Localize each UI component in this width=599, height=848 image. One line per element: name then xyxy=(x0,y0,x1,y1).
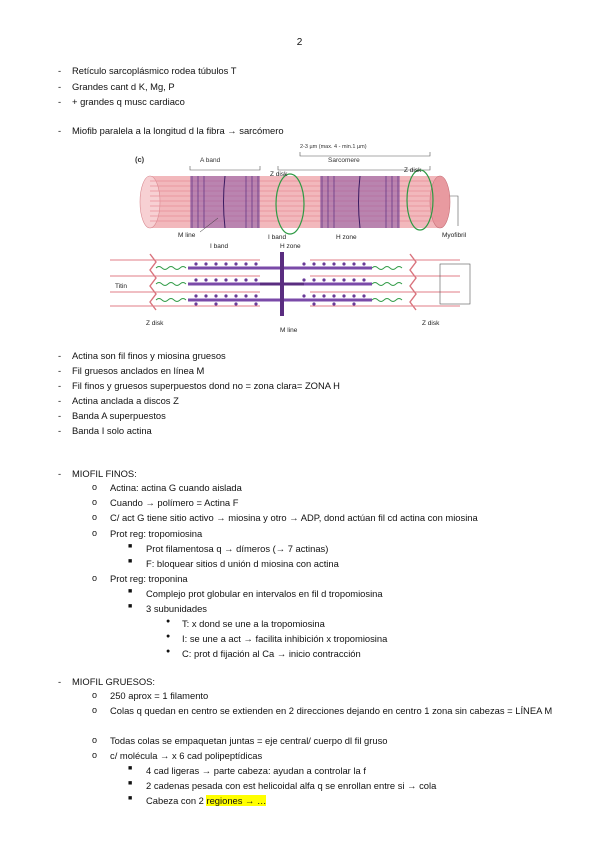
bullet-dash: - xyxy=(58,65,62,76)
bullet-dash: - xyxy=(58,81,62,92)
list-item-text: Cabeza con 2 xyxy=(146,795,207,806)
i-band-label: I band xyxy=(210,243,228,250)
bullet-square: ■ xyxy=(128,765,133,772)
bullet-circle: o xyxy=(92,750,98,760)
bullet-dash: - xyxy=(58,425,62,436)
h-zone-label-top: H zone xyxy=(336,234,357,241)
bullet-square: ■ xyxy=(128,588,133,595)
i-band-label-top: I band xyxy=(268,234,286,241)
list-item: Cuando → polímero = Actina F xyxy=(110,497,239,508)
bullet-dash: - xyxy=(58,125,62,136)
bullet-circle: o xyxy=(92,735,98,745)
bullet-circle: o xyxy=(92,690,98,700)
list-item: Banda A superpuestos xyxy=(72,410,166,421)
bullet-square: ■ xyxy=(128,558,133,565)
list-item: Fil finos y gruesos superpuestos dond no… xyxy=(72,380,340,391)
bullet-circle: o xyxy=(92,482,98,492)
section-title: MIOFIL FINOS: xyxy=(72,468,137,479)
bullet-dash: - xyxy=(58,410,62,421)
list-item: Actina anclada a discos Z xyxy=(72,395,179,406)
list-item: 2 cadenas pesada con est helicoidal alfa… xyxy=(146,780,437,791)
z-disk-label-top-1: Z disk xyxy=(270,171,288,178)
bullet-circle: o xyxy=(92,573,98,583)
bullet-square: ■ xyxy=(128,543,133,550)
list-item: Prot reg: tropomiosina xyxy=(110,528,203,539)
bullet-circle: o xyxy=(92,512,98,522)
m-line-label: M line xyxy=(280,327,298,334)
list-item: 3 subunidades xyxy=(146,603,207,614)
bullet-dot: ● xyxy=(166,648,171,655)
list-item: 4 cad ligeras → parte cabeza: ayudan a c… xyxy=(146,765,366,776)
list-item: T: x dond se une a la tropomiosina xyxy=(182,618,325,629)
list-item: I: se une a act → facilita inhibición x … xyxy=(182,633,388,644)
list-item: Banda I solo actina xyxy=(72,425,152,436)
list-item: C: prot d fijación al Ca → inicio contra… xyxy=(182,648,361,659)
a-band-label-top: A band xyxy=(200,157,221,164)
bullet-dot: ● xyxy=(166,618,171,625)
bullet-square: ■ xyxy=(128,603,133,610)
list-item: Cabeza con 2 regiones → … xyxy=(146,795,267,807)
sarcomere-label: Sarcomere xyxy=(328,157,360,164)
bullet-dot: ● xyxy=(166,633,171,640)
list-item: Colas q quedan en centro se extienden en… xyxy=(110,705,553,716)
bullet-dash: - xyxy=(58,96,62,107)
z-disk-label-top-2: Z disk xyxy=(404,167,422,174)
list-item: Grandes cant d K, Mg, P xyxy=(72,81,175,92)
list-item: c/ molécula → x 6 cad polipeptídicas xyxy=(110,750,263,761)
titin-label: Titin xyxy=(115,283,127,290)
highlighted-text: regiones → … xyxy=(206,795,267,806)
bullet-dash: - xyxy=(58,468,62,479)
m-line-label-top: M line xyxy=(178,232,196,239)
bullet-circle: o xyxy=(92,705,98,715)
list-item: Fil gruesos anclados en línea M xyxy=(72,365,205,376)
myofibril-label: Myofibril xyxy=(442,232,467,239)
bullet-dash: - xyxy=(58,676,62,687)
bullet-square: ■ xyxy=(128,780,133,787)
bullet-dash: - xyxy=(58,380,62,391)
list-item: F: bloquear sitios d unión d miosina con… xyxy=(146,558,339,569)
sarcomere-figure: (c) 2-3 µm (max. 4 - min.1 µm) A band Sa… xyxy=(110,144,471,334)
section-title: MIOFIL GRUESOS: xyxy=(72,676,155,687)
bullet-circle: o xyxy=(92,528,98,538)
list-item: 250 aprox = 1 filamento xyxy=(110,690,209,701)
bullet-dash: - xyxy=(58,350,62,361)
list-item: Todas colas se empaquetan juntas = eje c… xyxy=(110,735,388,746)
z-disk-label-right: Z disk xyxy=(422,320,440,327)
list-item: Retículo sarcoplásmico rodea túbulos T xyxy=(72,65,237,76)
bullet-square: ■ xyxy=(128,795,133,802)
bullet-dash: - xyxy=(58,365,62,376)
list-item: Actina son fil finos y miosina gruesos xyxy=(72,350,226,361)
list-item: Prot filamentosa q → dímeros (→ 7 actina… xyxy=(146,543,329,554)
list-item: Complejo prot globular en intervalos en … xyxy=(146,588,383,599)
bullet-circle: o xyxy=(92,497,98,507)
scale-label: 2-3 µm (max. 4 - min.1 µm) xyxy=(300,144,367,150)
list-item: C/ act G tiene sitio activo → miosina y … xyxy=(110,512,478,523)
page-number: 2 xyxy=(296,37,303,48)
list-item: Prot reg: troponina xyxy=(110,573,188,584)
z-disk-label-left: Z disk xyxy=(146,320,164,327)
panel-label: (c) xyxy=(135,155,145,164)
miofib-line: Miofib paralela a la longitud d la fibra… xyxy=(72,125,284,136)
bullet-dash: - xyxy=(58,395,62,406)
h-zone-label: H zone xyxy=(280,243,301,250)
list-item: Actina: actina G cuando aislada xyxy=(110,482,242,493)
list-item: + grandes q musc cardiaco xyxy=(72,96,185,107)
